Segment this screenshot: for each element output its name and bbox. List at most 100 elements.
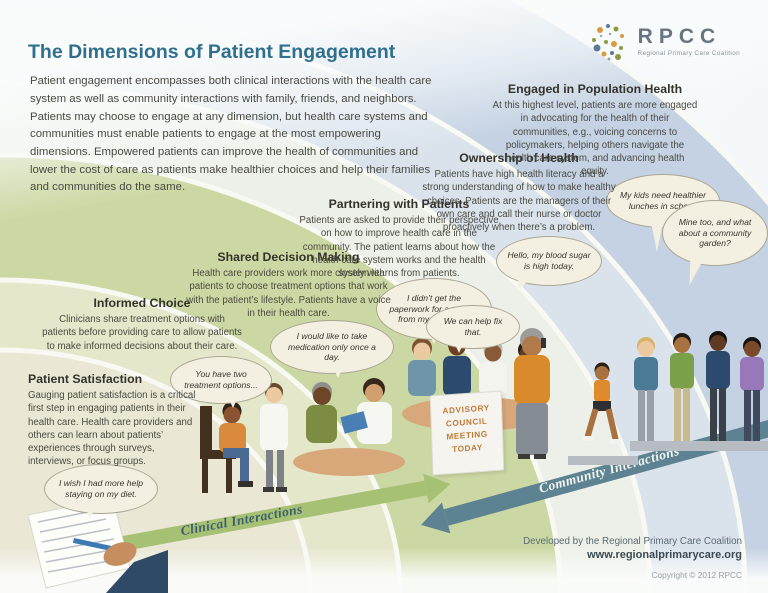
chair-back bbox=[200, 406, 212, 458]
bubble-text: Mine too, and what about a community gar… bbox=[678, 216, 752, 249]
walking-path bbox=[568, 456, 638, 465]
man-torso-navy bbox=[443, 356, 471, 396]
doctor-shoe bbox=[276, 487, 287, 492]
dimension-shared-decision-making: Shared Decision Making Health care provi… bbox=[186, 250, 391, 320]
elder-white-coat bbox=[479, 362, 507, 396]
senior-shoe bbox=[534, 454, 546, 459]
intro-paragraph: Patient engagement encompasses both clin… bbox=[30, 75, 432, 194]
bubble-tail bbox=[227, 395, 239, 414]
bubble-text: Hello, my blood sugar is high today. bbox=[507, 250, 591, 271]
jogger-shoe bbox=[582, 436, 593, 441]
person2-head bbox=[674, 337, 690, 353]
ground bbox=[630, 441, 768, 451]
patient-shoe bbox=[238, 481, 253, 487]
doctor-leg bbox=[277, 450, 284, 488]
person1-head bbox=[638, 341, 654, 357]
illustration-informed-choice bbox=[200, 383, 288, 493]
bubble-tail bbox=[83, 505, 96, 524]
bubble-text: I wish I had more help staying on my die… bbox=[58, 478, 144, 499]
doctor-shoe bbox=[263, 487, 274, 492]
hand bbox=[103, 542, 137, 566]
doctor-leg bbox=[266, 450, 273, 488]
illustration-shared-decision bbox=[293, 378, 405, 476]
illustration-population-group bbox=[630, 331, 768, 451]
jogger-leg bbox=[584, 408, 599, 439]
woman-coat bbox=[357, 402, 392, 444]
illustration-ownership bbox=[514, 328, 638, 465]
blue-folder bbox=[340, 411, 368, 434]
developed-by-text: Developed by the Regional Primary Care C… bbox=[523, 536, 742, 547]
chair-leg bbox=[226, 459, 232, 493]
bubble-text: We can help fix that. bbox=[443, 316, 503, 337]
person1-leg bbox=[647, 390, 654, 441]
person4-torso bbox=[740, 357, 764, 391]
person2-leg bbox=[683, 388, 690, 441]
speech-bubble-help-fix: We can help fix that. bbox=[426, 305, 520, 353]
bubble-tail bbox=[453, 340, 466, 359]
jogger-shoe bbox=[610, 439, 621, 444]
senior-torso-orange bbox=[514, 355, 550, 405]
elder-head bbox=[484, 344, 502, 362]
dimension-description: Clinicians share treatment options with … bbox=[42, 314, 242, 352]
advisory-council-sign: ADVISORY COUNCIL MEETING TODAY bbox=[429, 390, 505, 476]
logo-acronym: RPCC bbox=[637, 24, 722, 48]
phone bbox=[541, 338, 546, 348]
logo-tagline: Regional Primary Care Coalition bbox=[637, 49, 740, 57]
patient-torso bbox=[219, 423, 246, 453]
dimension-title: Patient Satisfaction bbox=[28, 372, 143, 386]
page-title: The Dimensions of Patient Engagement bbox=[28, 41, 396, 64]
person3-leg bbox=[710, 388, 717, 441]
person4-leg bbox=[744, 390, 751, 441]
speech-bubble-blood-sugar: Hello, my blood sugar is high today. bbox=[496, 236, 602, 298]
dimension-title: Partnering with Patients bbox=[328, 197, 470, 211]
patient-leg bbox=[240, 452, 249, 484]
table bbox=[293, 448, 405, 476]
rpcc-logo: RPCC Regional Primary Care Coalition bbox=[587, 20, 740, 62]
bubble-text: I would like to take medication only onc… bbox=[288, 330, 376, 363]
senior-shoe bbox=[518, 454, 530, 459]
bubble-text: You have two treatment options... bbox=[184, 369, 258, 390]
dimension-patient-satisfaction: Patient Satisfaction Gauging patient sat… bbox=[28, 372, 196, 469]
dimension-description: At this highest level, patients are more… bbox=[492, 100, 698, 178]
footer: Developed by the Regional Primary Care C… bbox=[523, 536, 742, 580]
dimension-description: Health care providers work more closely … bbox=[186, 268, 391, 319]
dimension-title: Ownership of Health bbox=[459, 151, 579, 165]
chair-seat bbox=[200, 450, 236, 459]
jogger-shorts bbox=[593, 401, 611, 411]
dimension-description: Patients are asked to provide their pers… bbox=[299, 215, 499, 280]
nurse-head bbox=[413, 342, 431, 360]
jogger-leg bbox=[605, 408, 619, 441]
dimension-partnering-with-patients: Partnering with Patients Patients are as… bbox=[298, 197, 500, 280]
logo-text: RPCC Regional Primary Care Coalition bbox=[638, 26, 740, 57]
website-url: www.regionalprimarycare.org bbox=[587, 549, 742, 561]
illustration-survey-hand bbox=[27, 497, 168, 593]
dimension-title: Informed Choice bbox=[93, 296, 191, 310]
person3-torso bbox=[706, 351, 730, 389]
bubble-text: My kids need healthier lunches in school… bbox=[620, 190, 706, 211]
nurse-scrubs bbox=[408, 360, 436, 396]
speech-bubble-treatment-options: You have two treatment options... bbox=[170, 356, 272, 408]
dimension-ownership-of-health: Ownership of Health Patients have high h… bbox=[420, 151, 618, 234]
speech-bubble-diet: I wish I had more help staying on my die… bbox=[44, 464, 158, 518]
jogger-head bbox=[595, 366, 609, 380]
doctor-coat bbox=[260, 404, 288, 451]
paper-lines bbox=[37, 511, 121, 573]
dimension-description: Patients have high health literacy and a… bbox=[422, 169, 616, 234]
speech-bubble-community-garden: Mine too, and what about a community gar… bbox=[662, 200, 768, 294]
person1-torso bbox=[634, 357, 658, 391]
speech-bubble-medication: I would like to take medication only onc… bbox=[270, 320, 394, 378]
chair-leg bbox=[202, 459, 208, 493]
copyright-text: Copyright © 2012 RPCC bbox=[651, 570, 742, 580]
dimension-title: Shared Decision Making bbox=[217, 250, 360, 264]
person3-head bbox=[710, 335, 726, 351]
person4-head bbox=[744, 341, 760, 357]
person4-leg bbox=[753, 390, 760, 441]
person2-leg bbox=[674, 388, 681, 441]
bubble-tail bbox=[651, 222, 664, 258]
patient-head bbox=[223, 406, 241, 424]
dimension-informed-choice: Informed Choice Clinicians share treatme… bbox=[42, 296, 242, 353]
rpcc-dot-cluster-icon bbox=[591, 24, 624, 61]
man-torso-green bbox=[306, 405, 337, 443]
dimension-title: Engaged in Population Health bbox=[507, 82, 683, 96]
